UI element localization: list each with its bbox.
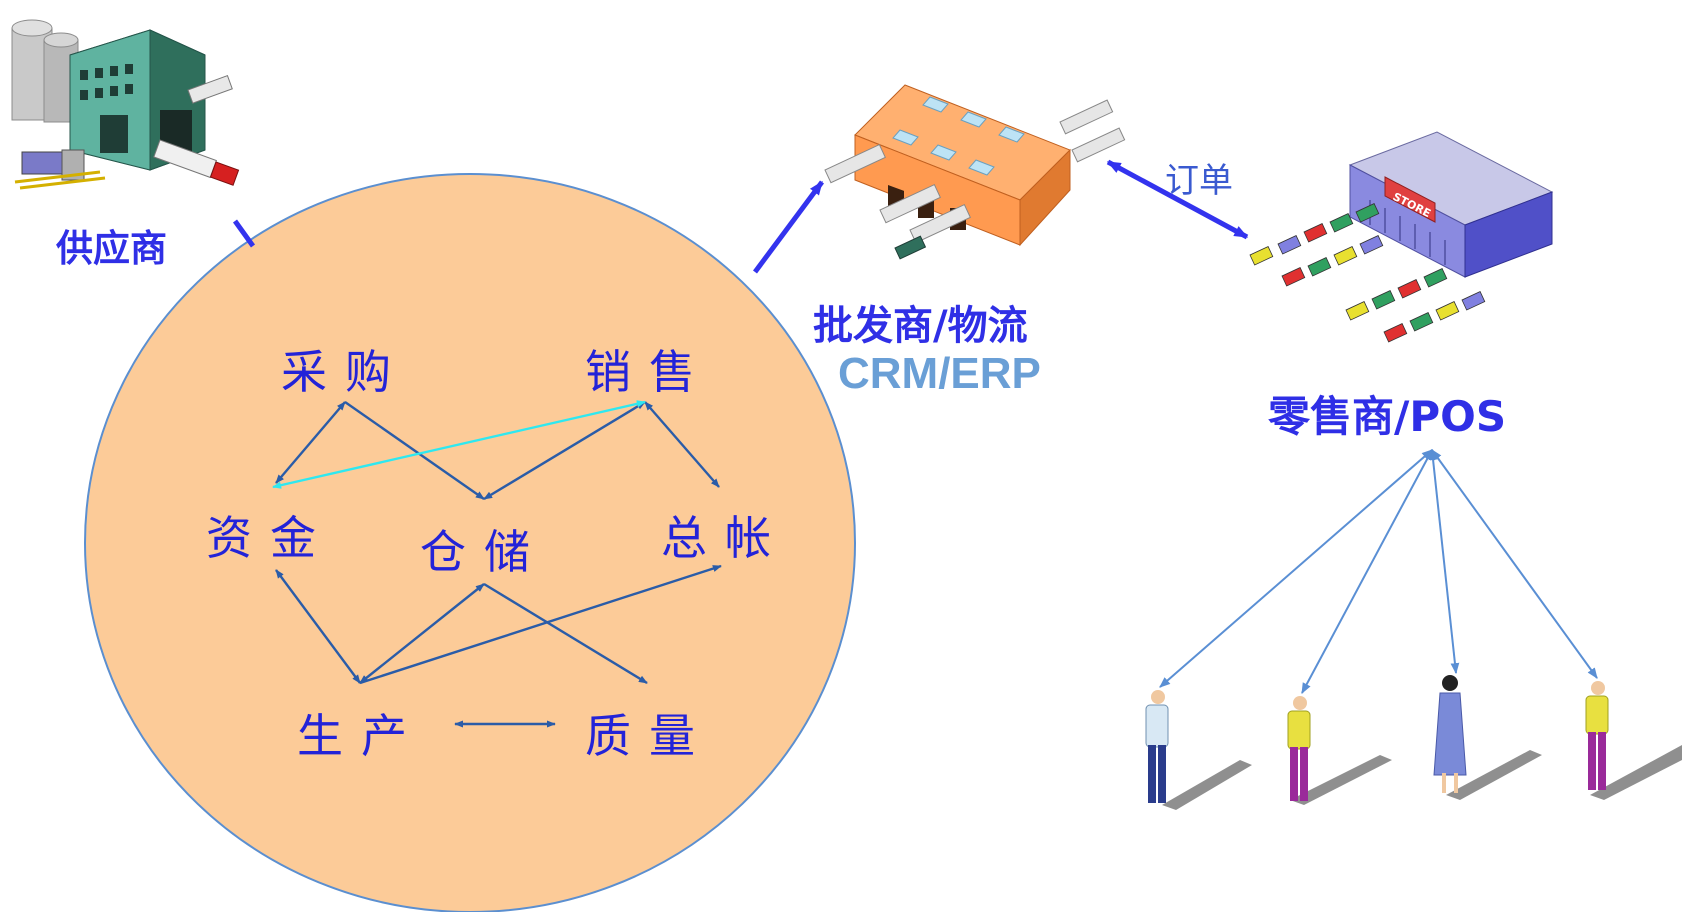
supplier-connector bbox=[232, 219, 256, 248]
arrow-sales-finance bbox=[272, 400, 646, 489]
supplier-factory-icon bbox=[11, 19, 240, 190]
module-production: 生产 bbox=[297, 709, 425, 763]
module-sales: 销售 bbox=[585, 345, 713, 399]
supplier-label: 供应商 bbox=[56, 227, 167, 270]
crm-erp-label: CRM/ERP bbox=[838, 349, 1041, 398]
enterprise-circle bbox=[84, 173, 856, 912]
wholesaler-label: 批发商/物流 bbox=[813, 303, 1028, 349]
arrow-retailer-customer-4 bbox=[1431, 449, 1598, 679]
customer-figure-3 bbox=[1433, 675, 1542, 800]
arrow-production-ledger bbox=[359, 564, 722, 685]
customer-figure-4 bbox=[1585, 681, 1682, 800]
module-quality: 质量 bbox=[585, 709, 713, 763]
wholesaler-warehouse-icon bbox=[824, 84, 1126, 260]
module-ledger: 总帐 bbox=[661, 511, 789, 565]
arrow-finance-production bbox=[275, 569, 361, 684]
arrow-retailer-customer-2 bbox=[1301, 449, 1433, 694]
arrow-warehouse-quality bbox=[483, 582, 648, 685]
module-purchasing: 采购 bbox=[281, 345, 409, 399]
customer-figure-1 bbox=[1145, 690, 1252, 810]
arrow-sales-ledger bbox=[644, 401, 720, 488]
arrow-retailer-customer-1 bbox=[1159, 449, 1433, 688]
arrow-retailer-customer-3 bbox=[1428, 448, 1460, 675]
order-label: 订单 bbox=[1165, 161, 1233, 201]
customer-arrows bbox=[1159, 448, 1598, 694]
module-warehouse: 仓储 bbox=[420, 525, 548, 579]
order-arrow bbox=[1106, 159, 1249, 240]
arrow-warehouse-production bbox=[359, 583, 485, 684]
module-finance: 资金 bbox=[206, 511, 334, 565]
retailer-store-icon: STORE bbox=[1249, 131, 1554, 343]
customer-figure-2 bbox=[1287, 696, 1392, 805]
retailer-label: 零售商/POS bbox=[1268, 392, 1507, 441]
wholesaler-connector-arrow bbox=[752, 180, 825, 274]
